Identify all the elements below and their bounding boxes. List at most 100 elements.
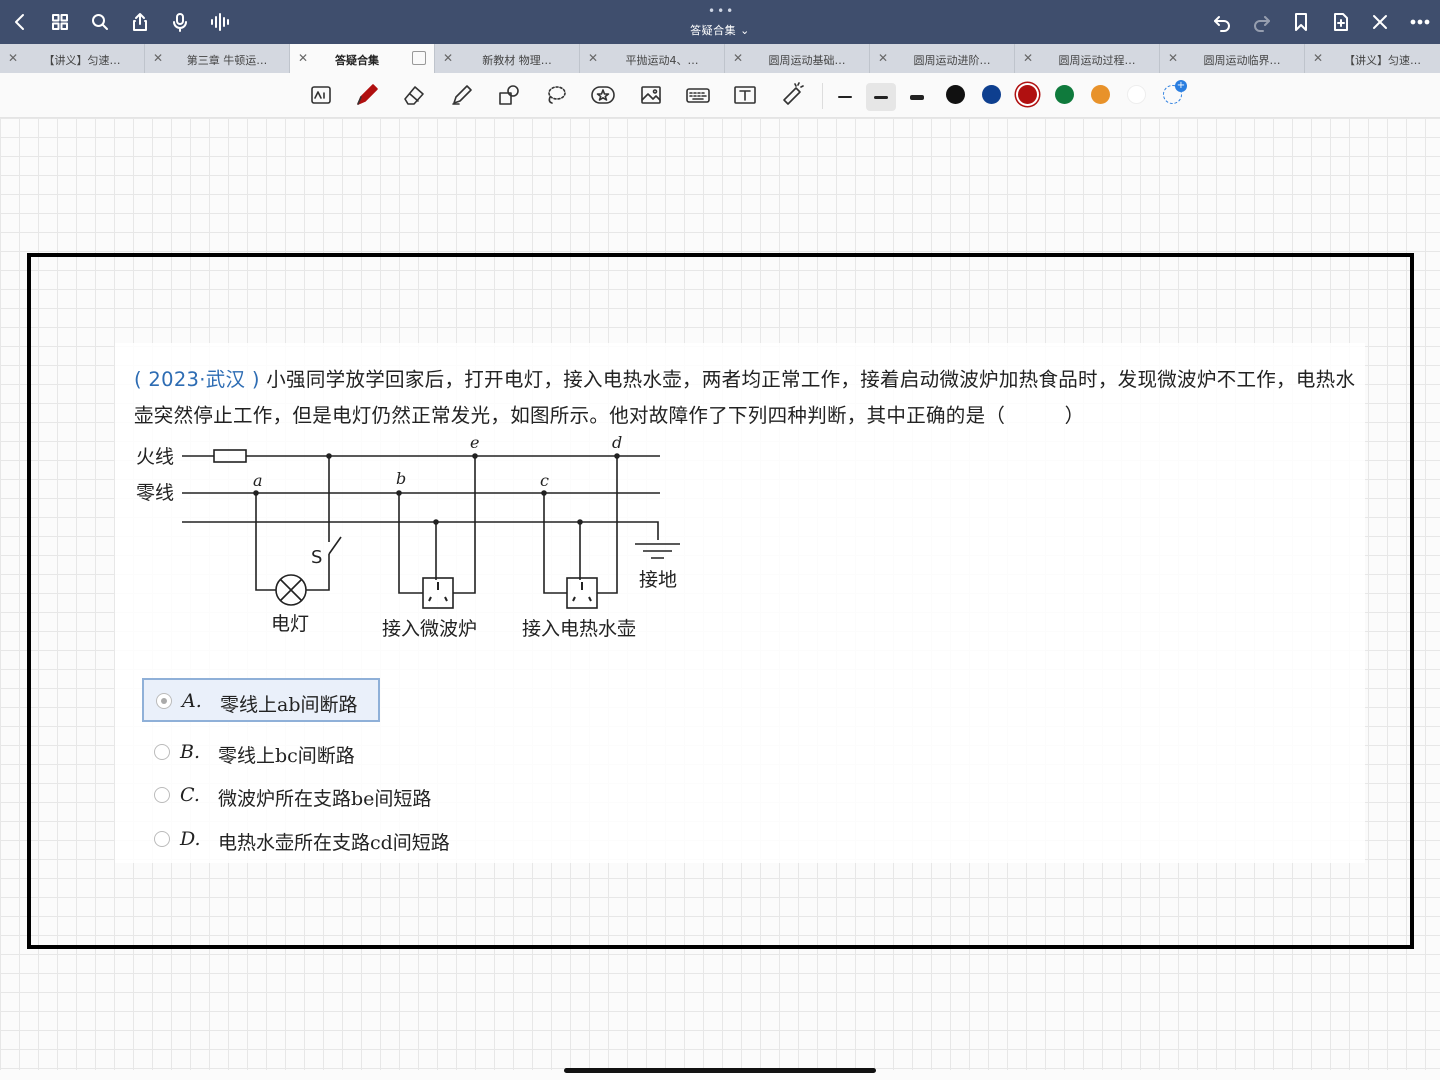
circuit-diagram: 火线 零线 接地 电灯 接入微波炉 接入电热水壶 S a b e c d <box>136 433 680 640</box>
option-letter: D. <box>180 828 201 850</box>
option-d[interactable]: D. 电热水壶所在支路cd间短路 <box>142 818 450 862</box>
color-swatch-orange[interactable] <box>1091 85 1110 104</box>
switch-label: S <box>311 547 322 568</box>
stroke-thin-option[interactable] <box>830 83 860 111</box>
neutral-wire-label: 零线 <box>136 482 174 504</box>
tab-item-active[interactable]: ✕答疑合集 <box>290 44 435 73</box>
option-a[interactable]: A. 零线上ab间断路 <box>142 678 380 722</box>
tab-label: 【讲义】匀速… <box>1344 54 1421 67</box>
radio-button[interactable] <box>156 693 172 709</box>
tab-item[interactable]: ✕ 【讲义】匀速… <box>1305 44 1440 73</box>
tab-item[interactable]: ✕ 平抛运动4、… <box>580 44 725 73</box>
tab-item[interactable]: ✕ 圆周运动过程… <box>1015 44 1160 73</box>
document-title[interactable]: 答疑合集 ⌄ <box>690 24 750 37</box>
radio-button[interactable] <box>154 787 170 803</box>
search-icon[interactable] <box>86 8 114 36</box>
tab-label: 平抛运动4、… <box>625 54 699 67</box>
tab-label: 圆周运动基础… <box>768 54 846 67</box>
tab-close-icon[interactable]: ✕ <box>8 51 19 65</box>
lamp-branch <box>255 493 276 591</box>
close-edit-icon[interactable] <box>1366 8 1394 36</box>
option-letter: C. <box>180 784 200 806</box>
point-e-label: e <box>470 433 479 452</box>
question-text: ( 2023·武汉 ) 小强同学放学回家后，打开电灯，接入电热水壶，两者均正常工… <box>134 362 1364 434</box>
tab-label: 圆周运动过程… <box>1058 54 1136 67</box>
stroke-thick-option[interactable] <box>902 83 932 111</box>
shapes-icon[interactable] <box>494 81 524 109</box>
switch-blade <box>328 536 342 555</box>
fuse <box>213 449 247 463</box>
tab-close-icon[interactable]: ✕ <box>298 51 309 65</box>
color-swatch-black[interactable] <box>946 85 965 104</box>
add-page-icon[interactable] <box>1327 8 1355 36</box>
tab-close-icon[interactable]: ✕ <box>733 51 744 65</box>
point-a-label: a <box>253 471 263 490</box>
pen-icon[interactable] <box>352 81 382 109</box>
keyboard-icon[interactable] <box>683 81 713 109</box>
stroke-medium-option[interactable] <box>866 83 896 111</box>
home-indicator[interactable] <box>564 1068 876 1073</box>
tab-close-icon[interactable]: ✕ <box>588 51 599 65</box>
tab-close-icon[interactable]: ✕ <box>443 51 454 65</box>
option-c[interactable]: C. 微波炉所在支路be间短路 <box>142 774 431 818</box>
tab-item[interactable]: ✕ 圆周运动基础… <box>725 44 870 73</box>
kettle-label: 接入电热水壶 <box>522 618 636 640</box>
color-swatch-red[interactable] <box>1018 85 1037 104</box>
tab-item[interactable]: ✕ 第三章 牛顿运… <box>145 44 290 73</box>
highlighter-icon[interactable] <box>447 81 477 109</box>
add-color-icon[interactable]: + <box>1163 80 1187 104</box>
tab-label: 圆周运动临界… <box>1203 54 1281 67</box>
lasso-icon[interactable] <box>541 81 571 109</box>
tab-close-icon[interactable]: ✕ <box>153 51 164 65</box>
split-view-icon[interactable] <box>412 51 426 65</box>
tab-item[interactable]: ✕新教材 物理… <box>435 44 580 73</box>
window-handle[interactable]: ••• <box>708 4 736 18</box>
back-icon[interactable] <box>6 8 34 36</box>
redo-icon[interactable] <box>1248 8 1276 36</box>
ground-label: 接地 <box>639 569 677 591</box>
toolbar-divider <box>822 83 823 109</box>
color-swatch-white[interactable] <box>1127 85 1146 104</box>
kettle-branch <box>597 456 618 594</box>
option-text: 零线上bc间断路 <box>218 745 355 767</box>
color-swatch-green[interactable] <box>1055 85 1074 104</box>
microwave-label: 接入微波炉 <box>382 618 477 640</box>
microphone-icon[interactable] <box>166 8 194 36</box>
tab-close-icon[interactable]: ✕ <box>1168 51 1179 65</box>
tab-item[interactable]: ✕【讲义】匀速… <box>0 44 145 73</box>
sticker-icon[interactable] <box>588 81 618 109</box>
microwave-branch <box>453 456 476 594</box>
tab-item[interactable]: ✕ 圆周运动临界… <box>1160 44 1305 73</box>
option-letter: B. <box>180 741 201 763</box>
lamp-label: 电灯 <box>271 613 309 635</box>
text-icon[interactable] <box>730 81 760 109</box>
plus-icon: + <box>1175 80 1187 92</box>
eraser-icon[interactable] <box>399 81 429 109</box>
lamp-cross <box>279 578 303 602</box>
ground-symbol <box>635 543 680 559</box>
laser-pointer-icon[interactable] <box>777 81 807 109</box>
undo-icon[interactable] <box>1208 8 1236 36</box>
audio-wave-icon[interactable] <box>206 8 234 36</box>
color-swatch-blue[interactable] <box>982 85 1001 104</box>
image-icon[interactable] <box>636 81 666 109</box>
earth-wire <box>182 521 659 540</box>
tab-close-icon[interactable]: ✕ <box>878 51 889 65</box>
tab-bar: ✕ 【讲义】匀速… ✕ 第三章 牛顿运… ✕答疑合集 ✕新教材 物理… ✕ 平抛运动4… <box>0 44 1440 74</box>
option-text: 电热水壶所在支路cd间短路 <box>218 832 450 854</box>
share-icon[interactable] <box>126 8 154 36</box>
bookmark-icon[interactable] <box>1287 8 1315 36</box>
radio-button[interactable] <box>154 744 170 760</box>
option-text: 零线上ab间断路 <box>220 694 358 716</box>
tab-close-icon[interactable]: ✕ <box>1313 51 1324 65</box>
option-text: 微波炉所在支路be间短路 <box>218 788 432 810</box>
tab-close-icon[interactable]: ✕ <box>1023 51 1034 65</box>
tab-item[interactable]: ✕圆周运动进阶… <box>870 44 1015 73</box>
tab-label: 第三章 牛顿运… <box>186 54 268 67</box>
read-mode-icon[interactable] <box>306 81 336 109</box>
option-b[interactable]: B. 零线上bc间断路 <box>142 731 380 775</box>
radio-button[interactable] <box>154 831 170 847</box>
point-d-label: d <box>612 433 622 452</box>
grid-view-icon[interactable] <box>46 8 74 36</box>
more-icon[interactable] <box>1406 8 1434 36</box>
